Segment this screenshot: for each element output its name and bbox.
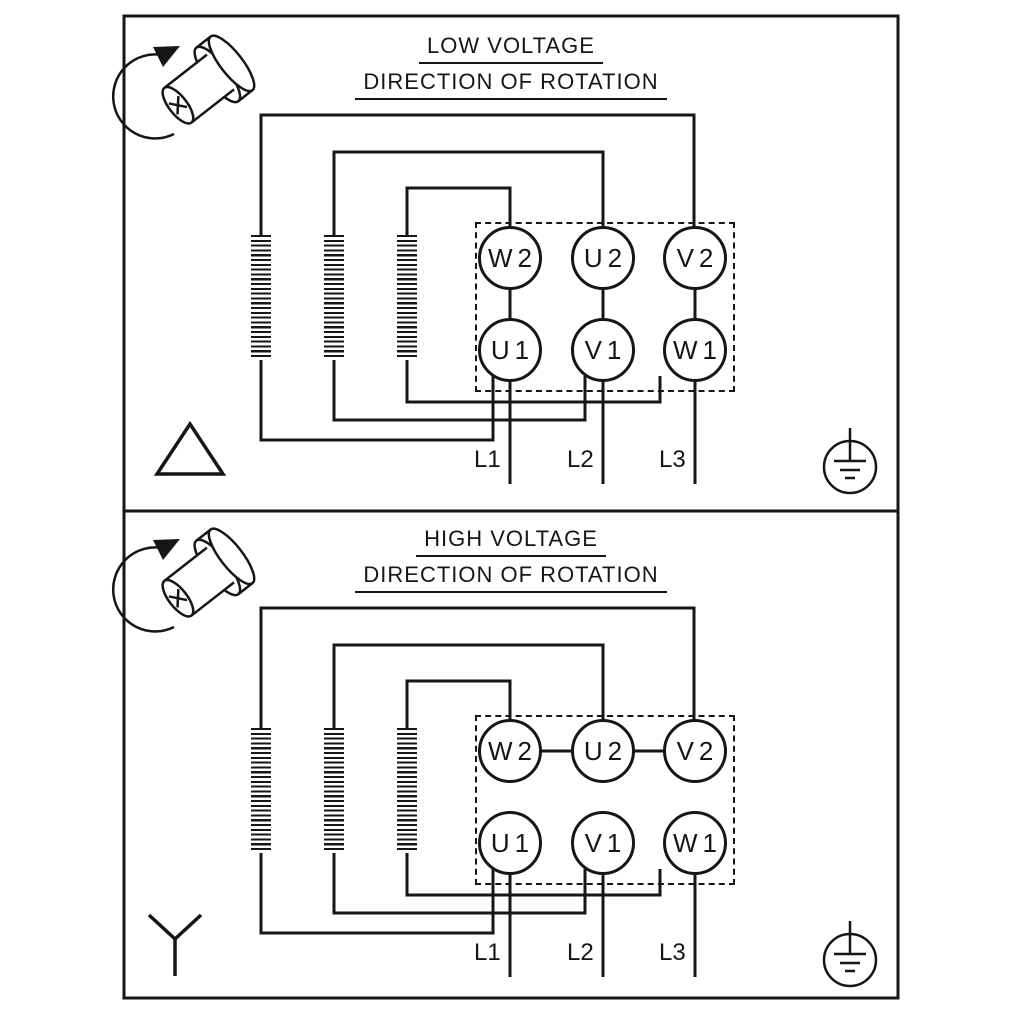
- low-voltage-subtitle-text: DIRECTION OF ROTATION: [355, 69, 667, 100]
- winding-coil-3: [397, 235, 417, 360]
- earth-ground-icon: [822, 428, 878, 495]
- shaft-face-cross-2: [176, 588, 180, 608]
- terminal-u1: U1: [478, 318, 542, 382]
- terminal-v1: V1: [571, 318, 635, 382]
- supply-line-l3-label: L3: [659, 446, 686, 473]
- shaft-top-edge: [163, 546, 208, 582]
- earth-ground-icon: [822, 921, 878, 988]
- outer-frame: [122, 14, 900, 1000]
- low-voltage-title-text: LOW VOLTAGE: [419, 33, 603, 64]
- supply-line-l1-label: L1: [474, 446, 501, 473]
- delta-connection-icon: [153, 420, 227, 476]
- terminal-v1: V1: [571, 811, 635, 875]
- terminal-box-low: [475, 222, 735, 392]
- supply-line-l2-label: L2: [567, 939, 594, 966]
- high-voltage-title-text: HIGH VOLTAGE: [416, 526, 606, 557]
- low-voltage-wiring: [111, 34, 878, 495]
- winding-coil-2: [324, 728, 344, 853]
- rotation-arrow-head: [153, 46, 180, 67]
- rotation-arrow-arc: [111, 546, 175, 633]
- supply-line-l1-label: L1: [474, 939, 501, 966]
- shaft-face-cross-2: [176, 95, 180, 115]
- shaft-bottom-edge: [190, 88, 235, 124]
- winding-coil-1: [251, 728, 271, 853]
- terminal-u2: U2: [571, 226, 635, 290]
- winding-coil-2: [324, 235, 344, 360]
- terminal-w2: W2: [478, 226, 542, 290]
- terminal-u2: U2: [571, 719, 635, 783]
- high-voltage-title: HIGH VOLTAGE: [124, 526, 898, 557]
- rotation-direction-icon: [111, 34, 256, 140]
- low-voltage-subtitle: DIRECTION OF ROTATION: [124, 69, 898, 100]
- motor-shaft: [161, 527, 256, 618]
- high-voltage-subtitle-text: DIRECTION OF ROTATION: [355, 562, 667, 593]
- terminal-u1: U1: [478, 811, 542, 875]
- high-voltage-subtitle: DIRECTION OF ROTATION: [124, 562, 898, 593]
- terminal-v2: V2: [663, 719, 727, 783]
- terminal-box-high: [475, 715, 735, 885]
- shaft-top-edge: [163, 53, 208, 89]
- terminal-v2: V2: [663, 226, 727, 290]
- motor-shaft: [161, 34, 256, 125]
- supply-line-l2-label: L2: [567, 446, 594, 473]
- rotation-direction-icon: [111, 527, 256, 633]
- rotation-arrow-arc: [111, 53, 175, 140]
- flange-rear: [207, 34, 256, 93]
- terminal-w2: W2: [478, 719, 542, 783]
- high-voltage-wiring: [111, 527, 878, 988]
- terminal-w1: W1: [663, 318, 727, 382]
- flange-rear: [207, 527, 256, 586]
- rotation-arrow-head: [153, 539, 180, 560]
- low-voltage-title: LOW VOLTAGE: [124, 33, 898, 64]
- winding-coil-1: [251, 235, 271, 360]
- winding-coil-3: [397, 728, 417, 853]
- star-connection-icon: [147, 913, 203, 976]
- supply-line-l3-label: L3: [659, 939, 686, 966]
- terminal-w1: W1: [663, 811, 727, 875]
- shaft-bottom-edge: [190, 581, 235, 617]
